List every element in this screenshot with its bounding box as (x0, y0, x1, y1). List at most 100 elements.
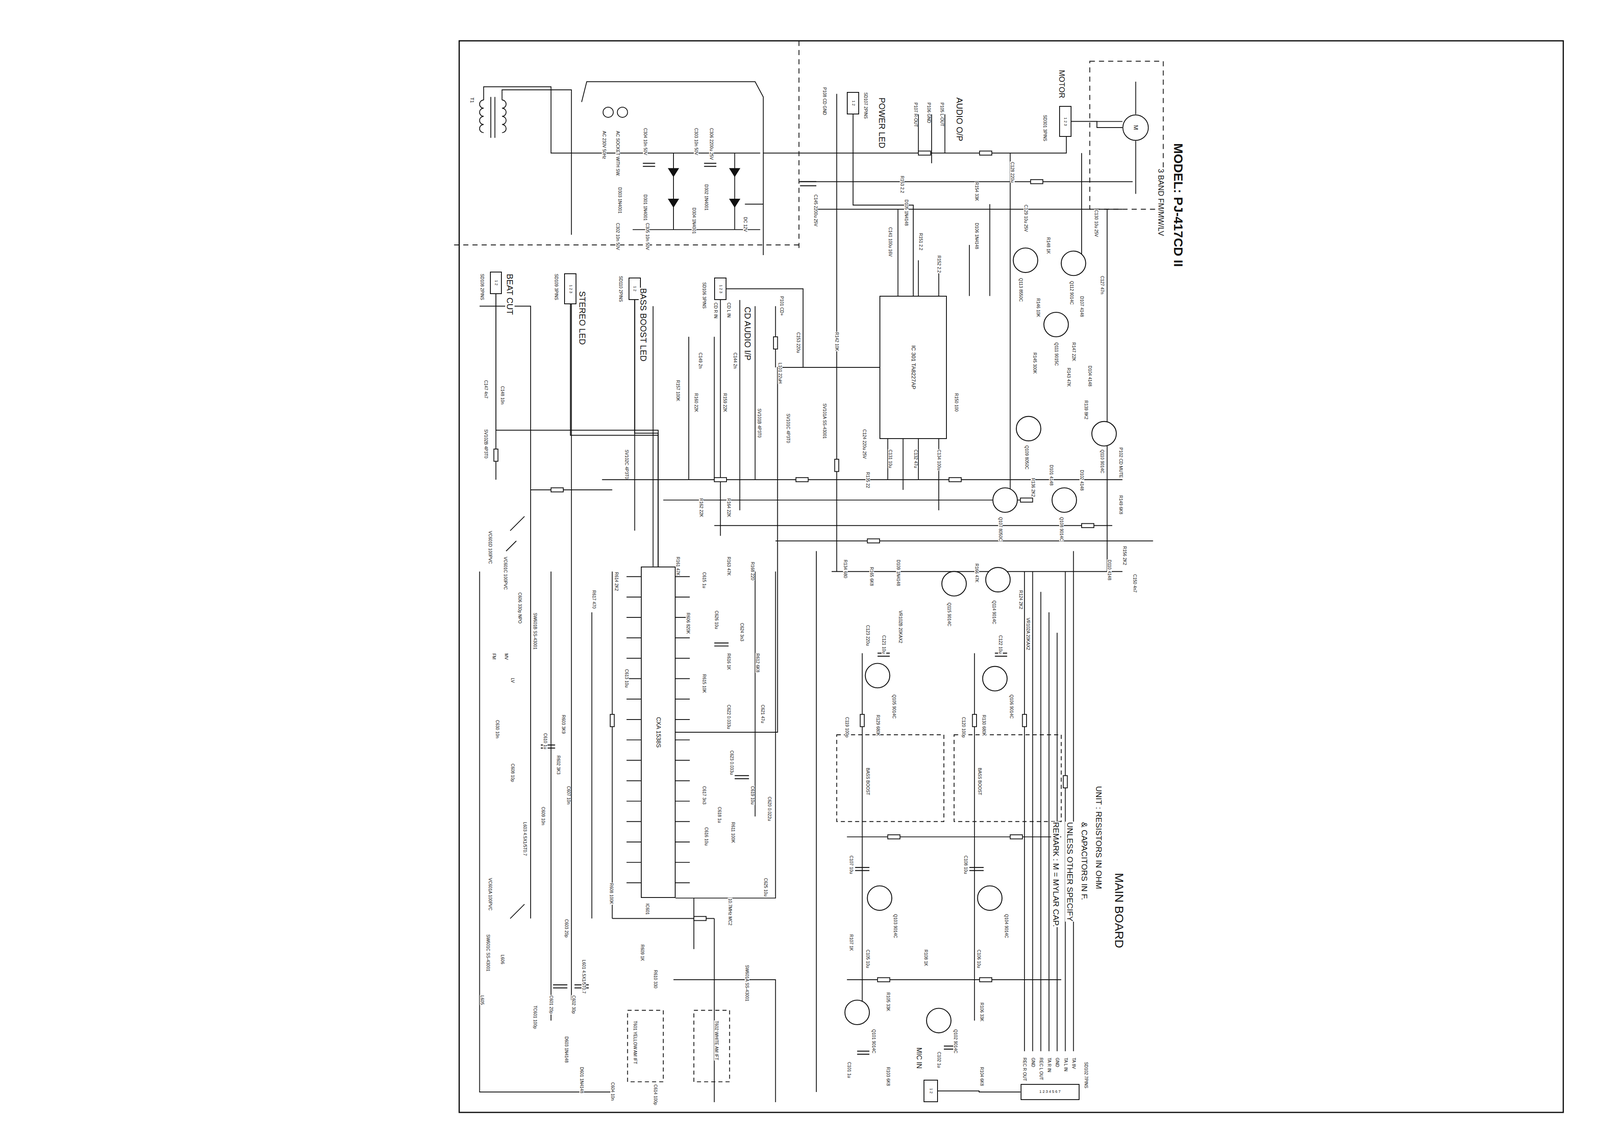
node-text: 1 2 (851, 100, 856, 106)
component-label: C620 0.022u (767, 796, 772, 822)
component-label: P105 L-OUT (939, 102, 945, 127)
component-label: P106 GND (926, 102, 932, 124)
resistor-symbol (1063, 775, 1068, 788)
node-text: CXA 1538S (654, 717, 662, 748)
component-label: C150 4n7 (1132, 573, 1138, 593)
component-label: DC 12V (742, 216, 748, 233)
wire-connector (1071, 121, 1123, 128)
component-label: D302 1N4001 (704, 183, 709, 212)
transformer-symbol (479, 97, 507, 138)
component-label: C304 10n 50V (642, 127, 648, 156)
component-label: R156 2K2 (1122, 545, 1127, 566)
component-label: C608 10p (510, 763, 515, 783)
component-label: C105 10u (865, 949, 871, 969)
component-label: C303 10n 50V (693, 127, 699, 156)
component-label: R139 8K2 (1083, 400, 1089, 420)
component-label: REMARK : M = MYLAR CAP. (1051, 821, 1061, 928)
transistor-symbol (1043, 312, 1069, 337)
component-label: P107 R-OUT (913, 102, 919, 128)
component-label: 10.7MHz MC2 (727, 898, 733, 927)
component-label: R130 680K (981, 714, 987, 737)
component-label: R151 2.2 (918, 232, 924, 251)
component-label: C122 10u (998, 634, 1003, 654)
component-label: R617 470 (591, 589, 597, 610)
component-label: R616 1K (726, 653, 732, 671)
component-label: Q114 9014C (991, 600, 997, 625)
component-label: C106 10u (976, 949, 982, 969)
transistor-symbol (1051, 487, 1077, 513)
resistor-symbol (979, 150, 992, 156)
resistor-symbol (773, 336, 778, 350)
component-label: SD102 7PINS (1083, 1061, 1089, 1089)
component-label: C145 2200u 25V (813, 194, 819, 227)
socket-symbol (603, 107, 614, 118)
component-label: R103 6K8 (885, 1066, 891, 1087)
component-label: Q112 9014C (1069, 280, 1075, 306)
component-label: AC 230V 50Hz (601, 130, 607, 160)
component-label: LV (510, 677, 515, 684)
component-label: D110 4148 (1107, 559, 1112, 581)
transistor-symbol (926, 1008, 952, 1033)
component-label: AUDIO O/P (954, 97, 965, 142)
connector-box: 1 2 (923, 1079, 938, 1103)
component-label: SD108 2PINS (479, 273, 485, 301)
component-label: R161 47K (675, 556, 681, 576)
transistor-group (844, 247, 1116, 1033)
ic-box: CXA 1538S (640, 566, 676, 899)
node-text: 1 2 3 (568, 284, 573, 294)
component-label: R107 1K (848, 934, 854, 952)
resistor-symbol (610, 714, 615, 727)
component-label: MAIN BOARD (1112, 872, 1126, 949)
resistor-symbol (1081, 523, 1094, 529)
component-label: C101 1u (846, 1061, 852, 1079)
component-label: C614 100p (653, 1084, 658, 1106)
component-label: R163 47K (726, 556, 732, 576)
component-label: L603 4.5X1/5T0.7 (522, 821, 528, 857)
transistor-symbol (844, 1000, 870, 1025)
component-label: R154 33K (974, 181, 980, 202)
component-label: R150 100 (954, 392, 959, 412)
capacitor-symbol (540, 163, 1008, 1055)
component-label: D301 1N4001 (642, 194, 648, 222)
component-label: T1 (469, 97, 475, 104)
component-label: VC601C 100PVC (503, 556, 508, 591)
component-label: D603 1N4148 (564, 1036, 569, 1064)
component-label: SV101C 4P3T0 (785, 413, 791, 444)
component-label: C601 20p (548, 995, 554, 1015)
component-label: D102 4148 (1079, 469, 1085, 492)
component-label: R134 680 (843, 559, 848, 579)
resistor-symbol (877, 977, 890, 983)
component-label: D303 1N4001 (617, 186, 623, 215)
section-box (627, 734, 1062, 1083)
component-label: P101 CD+ (779, 295, 785, 317)
component-label: VR102B 20KAX2 (898, 610, 903, 644)
component-label: Q104 9014C (1004, 913, 1009, 939)
component-label: C130 10u 25V (1093, 209, 1099, 238)
component-label: TA 8V (1071, 1057, 1077, 1070)
component-label: R159 22K (722, 392, 728, 413)
component-label: CD R IN (713, 302, 718, 319)
component-label: Q109 8050C (1024, 445, 1030, 471)
wire-connector (937, 1091, 1021, 1093)
component-label: Q101 9014C (871, 1029, 877, 1055)
component-label: C619 10u (750, 785, 755, 805)
sheet-frame (459, 40, 1564, 1113)
node-text: 1 2 (493, 280, 499, 286)
component-label: R160 22K (693, 392, 699, 413)
connector-box: 1 2 3 (1059, 105, 1072, 137)
component-label: R614 2K2 (614, 571, 619, 592)
component-label: C129 10u 25V (1023, 204, 1029, 233)
component-label: C618 1u (717, 806, 722, 824)
component-label: AC SOCKET WITH SW. (615, 130, 621, 177)
motor-boundary (1089, 61, 1164, 210)
resistor-symbol (887, 834, 901, 840)
component-label: R145 300K (1032, 352, 1038, 375)
resistor-group (493, 150, 1094, 982)
component-label: R143 47K (1066, 367, 1072, 387)
component-label: CD L IN (726, 302, 732, 318)
node-text: IC 301 TA8227AP (910, 345, 917, 390)
node-text: 1 2 (632, 286, 638, 292)
node-text: 1 2 3 (718, 284, 723, 294)
component-label: C144 2n (732, 352, 738, 370)
